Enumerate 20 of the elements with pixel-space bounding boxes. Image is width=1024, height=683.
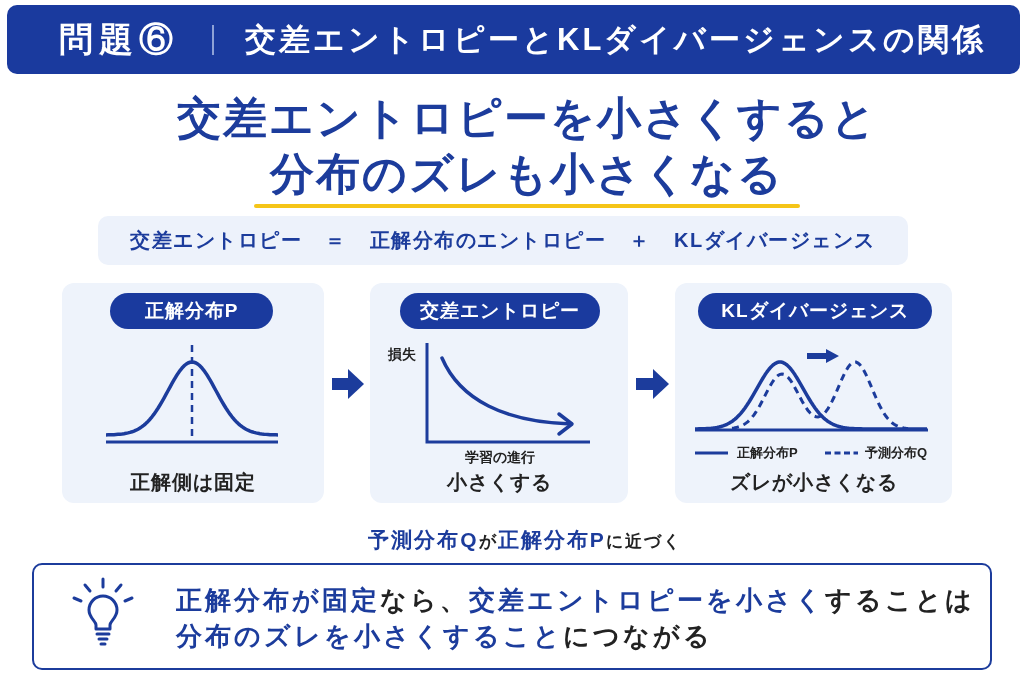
panel-caption: ズレが小さくなる bbox=[729, 470, 898, 495]
callout-box bbox=[32, 563, 992, 670]
axis-label: 損失 bbox=[388, 345, 416, 363]
panel-card bbox=[675, 283, 952, 503]
panel-card bbox=[370, 283, 628, 503]
heading-pill: 正解分布P bbox=[110, 293, 273, 329]
panel-card bbox=[62, 283, 324, 503]
heading-pill: 交差エントロピー bbox=[400, 293, 600, 329]
panel-caption: 小さくする bbox=[446, 470, 552, 495]
panel-caption: 正解側は固定 bbox=[130, 470, 256, 495]
axis-label: 学習の進行 bbox=[465, 448, 535, 466]
problem-number: 問題⑥ bbox=[59, 19, 179, 60]
headline: 交差エントロピーを小さくすると分布のズレも小さくなる bbox=[175, 92, 879, 200]
summary-text: 予測分布Qが正解分布Pに近づく bbox=[368, 527, 682, 553]
callout-text: 正解分布が固定なら、交差エントロピーを小さくすることは分布のズレを小さくすることにつながる bbox=[176, 584, 976, 653]
equation-band: 交差エントロピー ＝ 正解分布のエントロピー ＋ KLダイバージェンス bbox=[98, 216, 908, 265]
title: 交差エントロピーとKLダイバージェンスの関係 bbox=[245, 21, 987, 59]
heading-pill: KLダイバージェンス bbox=[698, 293, 932, 329]
legend-label: 正解分布P bbox=[737, 445, 798, 461]
legend-label: 予測分布Q bbox=[865, 445, 928, 461]
